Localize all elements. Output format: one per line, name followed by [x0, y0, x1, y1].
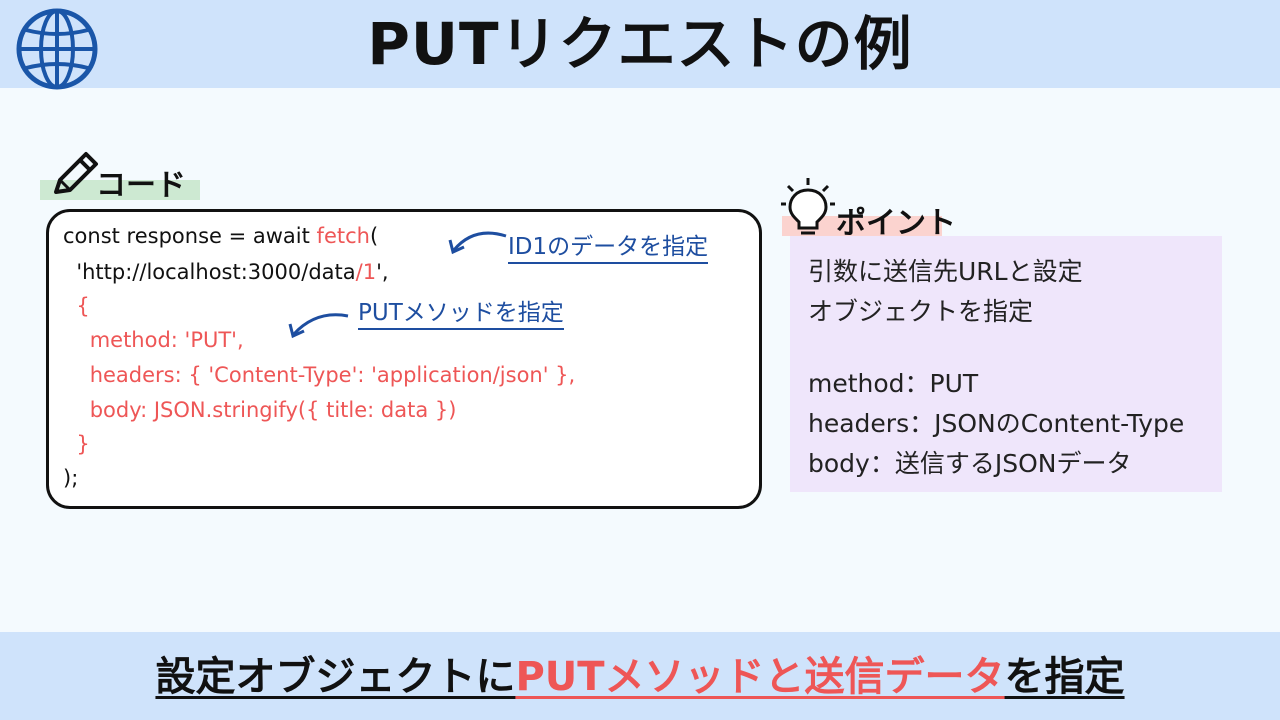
header-bar: PUTリクエストの例: [0, 0, 1280, 90]
code-text: ',: [376, 260, 389, 284]
code-text: const response = await: [63, 224, 317, 248]
pencil-icon: [54, 152, 98, 194]
code-line: headers: { 'Content-Type': 'application/…: [63, 363, 576, 387]
point-heading-label: ポイント: [836, 206, 956, 241]
code-line: {: [63, 294, 90, 318]
point-item: オブジェクトを指定: [808, 297, 1034, 326]
point-heading-highlight: [782, 216, 942, 236]
point-heading: ポイント: [780, 176, 1000, 246]
code-block: const response = await fetch( 'http://lo…: [46, 209, 762, 509]
code-line: body: JSON.stringify({ title: data }): [63, 398, 457, 422]
page-title: PUTリクエストの例: [367, 10, 913, 78]
footer-summary: 設定オブジェクトにPUTメソッドと送信データを指定: [0, 632, 1280, 720]
footer-text-part: 設定オブジェクトに: [155, 654, 516, 700]
point-item: body：送信するJSONデータ: [808, 449, 1132, 478]
lightbulb-icon: [781, 178, 835, 235]
code-heading-highlight: [40, 180, 200, 200]
arrow-icon: [288, 313, 349, 339]
annotation-method: PUTメソッドを指定: [358, 298, 564, 330]
point-item: headers：JSONのContent-Type: [808, 409, 1185, 438]
code-heading: コード: [40, 146, 210, 206]
arrow-icon: [448, 231, 507, 255]
code-line: const response = await fetch(: [63, 224, 378, 248]
footer-bar: 設定オブジェクトにPUTメソッドと送信データを指定: [0, 632, 1280, 720]
code-line: method: 'PUT',: [63, 328, 244, 352]
footer-text-part: を指定: [1004, 654, 1125, 700]
footer-text-highlight: PUTメソッドと送信データ: [515, 654, 1005, 700]
annotation-id: ID1のデータを指定: [508, 232, 709, 264]
code-text-highlight: /1: [355, 260, 377, 284]
code-text: 'http://localhost:3000/data: [63, 260, 356, 284]
code-line: }: [63, 432, 90, 456]
point-item: method：PUT: [808, 369, 979, 398]
globe-icon: [16, 8, 98, 90]
code-heading-label: コード: [96, 168, 186, 203]
point-box: 引数に送信先URLと設定 オブジェクトを指定 method：PUT header…: [790, 236, 1222, 492]
code-line: 'http://localhost:3000/data/1',: [63, 260, 389, 284]
code-line: );: [63, 466, 79, 490]
code-text: (: [369, 224, 379, 248]
code-text-highlight: fetch: [316, 224, 370, 248]
point-item: 引数に送信先URLと設定: [808, 257, 1083, 286]
